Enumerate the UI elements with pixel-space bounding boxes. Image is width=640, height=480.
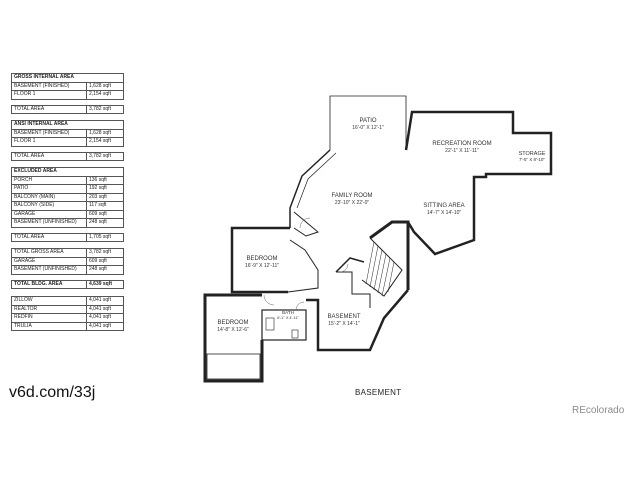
room-label-bedroom1: BEDROOM [246, 256, 277, 262]
sitting-wall [369, 220, 410, 290]
room-label-bath: BATH [282, 310, 294, 315]
room-dims-basement: 15'-2" X 14'-1" [328, 321, 360, 327]
bedroom1-outline [230, 226, 290, 294]
basement-outline [306, 289, 409, 352]
room-dims-patio: 16'-0" X 12'-1" [352, 125, 384, 131]
stairs-outline [361, 237, 403, 297]
total-value: 1,705 sqft [86, 232, 124, 242]
room-label-recreation: RECREATION ROOM [432, 141, 491, 147]
family-upper-wall [289, 149, 331, 228]
room-dims-storage: 7'-5" X 8'-10" [519, 157, 545, 162]
short-url[interactable]: v6d.com/33j [9, 384, 96, 401]
gross-internal-area-table: GROSS INTERNAL AREA BASEMENT (FINISHED)1… [11, 73, 124, 114]
ansi-internal-area-table: ANSI INTERNAL AREA BASEMENT (FINISHED)1,… [11, 120, 124, 161]
room-dims-bath: 6'-1" X 4'-11" [277, 316, 299, 320]
room-label-bedroom2: BEDROOM [217, 320, 248, 326]
brand-watermark: REcolorado [572, 405, 625, 416]
closet-outline [293, 211, 320, 237]
room-dims-bedroom1: 16'-9" X 12'-11" [245, 263, 279, 269]
room-label-sitting: SITTING AREA [423, 203, 464, 209]
patio-outline [329, 95, 407, 150]
room-dims-bedroom2: 14'-8" X 12'-6" [217, 327, 249, 333]
bedroom2-outline [203, 293, 264, 383]
basement-inner [336, 271, 371, 308]
bath-fixture [265, 317, 275, 331]
room-label-family: FAMILY ROOM [331, 193, 372, 199]
bedroom2-alcove [206, 353, 261, 380]
room-label-storage: STORAGE [519, 151, 546, 157]
recreation-outline [404, 110, 553, 256]
total-value: 3,782 sqft [86, 104, 124, 114]
room-label-basement: BASEMENT [327, 314, 360, 320]
family-upper-wall-2 [296, 152, 337, 209]
row-value: 4,041 sqft [86, 321, 124, 331]
room-label-patio: PATIO [359, 118, 376, 124]
room-dims-family: 23'-10" X 22'-0" [335, 200, 370, 206]
plan-title: BASEMENT [355, 388, 402, 397]
bath-outline [261, 309, 307, 341]
total-value: 4,639 sqft [86, 279, 124, 289]
stairs-treads [365, 241, 395, 297]
door-swings [263, 217, 349, 311]
total-value: 3,782 sqft [86, 151, 124, 161]
bedroom1-inner [287, 239, 319, 293]
room-dims-recreation: 22'-1" X 11'-11" [445, 148, 479, 154]
bath-toilet [291, 329, 299, 339]
room-dims-sitting: 14'-7" X 14'-10" [427, 210, 462, 216]
mid-wall [335, 257, 365, 273]
